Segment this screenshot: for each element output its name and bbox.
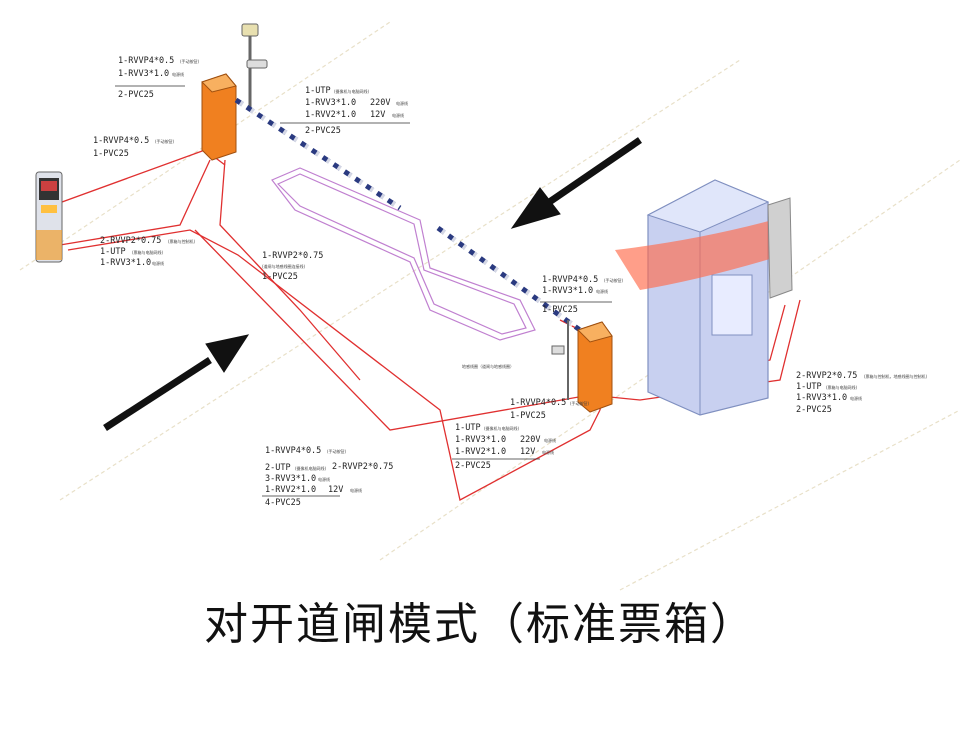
labels-left-low: 2-RVVP2*0.75 (票箱与控制机) 1-UTP (票箱与电脑网线) 1-… [100, 236, 196, 268]
label: 12V [370, 110, 385, 120]
label: 2-UTP [265, 463, 291, 473]
camera-pole [241, 23, 268, 108]
label: 1-PVC25 [542, 305, 578, 315]
label-note: 电源线 [544, 437, 556, 443]
label: 1-UTP [305, 86, 331, 96]
label-note: (摄像机与电脑网线) [334, 88, 370, 94]
label: 2-RVVP2*0.75 [332, 462, 393, 472]
label: 12V [520, 447, 535, 457]
ticket-box-left [35, 171, 63, 263]
label: 1-RVVP4*0.5 [93, 136, 149, 146]
label-note: 电源线 [850, 395, 862, 401]
label-note: 电源线 [318, 476, 330, 482]
label-note: (摄像机电脑网线) [295, 465, 327, 471]
label-note: (票箱与电脑网线) [826, 384, 858, 390]
labels-left-mid: 1-RVVP4*0.5 (手动按钮) 1-PVC25 [93, 136, 175, 159]
label: 1-RVV3*1.0 [796, 393, 847, 403]
labels-bottom: 1-RVVP4*0.5 (手动按钮) 2-UTP (摄像机电脑网线) 2-RVV… [262, 446, 393, 508]
label: 1-RVV3*1.0 [100, 258, 151, 268]
label: 1-RVVP4*0.5 [118, 56, 174, 66]
label: 1-RVV2*1.0 [265, 485, 316, 495]
direction-arrows [103, 137, 642, 431]
road-guide-lines [19, 21, 960, 591]
toll-booth [615, 179, 793, 416]
label-note: (手动按钮) [570, 400, 590, 406]
label: 1-RVVP2*0.75 [262, 251, 323, 261]
labels-gate-low: 1-RVVP4*0.5 (手动按钮) 1-PVC25 1-UTP (摄像机与电脑… [452, 398, 590, 471]
label-note: (票箱与电脑网线) [132, 249, 164, 255]
label: 4-PVC25 [265, 498, 301, 508]
label: 1-PVC25 [510, 411, 546, 421]
diagram-caption: 对开道闸模式（标准票箱） [204, 599, 756, 650]
label-note: (票箱与控制机，地感线圈与控制机) [864, 373, 928, 379]
label: 1-UTP [796, 382, 822, 392]
label: 220V [370, 98, 390, 108]
labels-center: 1-RVVP2*0.75 (道闸与地感线圈连接线) 1-PVC25 [262, 251, 323, 282]
label: 2-PVC25 [796, 405, 832, 415]
labels-top-center: 1-UTP (摄像机与电脑网线) 1-RVV3*1.0 220V 电源线 1-R… [280, 86, 410, 136]
label: 1-UTP [100, 247, 126, 257]
label-note: (摄像机与电脑网线) [484, 425, 520, 431]
label-note: 电源线 [392, 112, 404, 118]
label: 2-RVVP2*0.75 [796, 371, 857, 381]
label: 2-PVC25 [455, 461, 491, 471]
label: 12V [328, 485, 343, 495]
label: 1-RVV3*1.0 [542, 286, 593, 296]
label-note: 电源线 [396, 100, 408, 106]
barrier-gate-top [201, 73, 402, 211]
ground-loop [271, 167, 536, 341]
label-note: 电源线 [596, 288, 608, 294]
label-note: 电源线 [172, 71, 184, 77]
label-note: (票箱与控制机) [168, 238, 196, 244]
label: 3-RVV3*1.0 [265, 474, 316, 484]
label: 2-PVC25 [305, 126, 341, 136]
loop-note: 地感线圈（道闸与地感线圈） [462, 363, 514, 369]
label: 1-RVVP4*0.5 [542, 275, 598, 285]
label: 1-RVV3*1.0 [455, 435, 506, 445]
label: 1-RVV3*1.0 [305, 98, 356, 108]
label: 1-PVC25 [93, 149, 129, 159]
label: 1-RVV3*1.0 [118, 69, 169, 79]
label: 1-RVV2*1.0 [455, 447, 506, 457]
label: 1-RVVP4*0.5 [510, 398, 566, 408]
label-note: 电源线 [152, 260, 164, 266]
labels-top-left: 1-RVVP4*0.5 (手动按钮) 1-RVV3*1.0 电源线 2-PVC2… [115, 56, 200, 100]
label: 1-UTP [455, 423, 481, 433]
label: 2-RVVP2*0.75 [100, 236, 161, 246]
label: 1-RVV2*1.0 [305, 110, 356, 120]
labels-right: 2-RVVP2*0.75 (票箱与控制机，地感线圈与控制机) 1-UTP (票箱… [796, 371, 928, 415]
label-note: 电源线 [542, 449, 554, 455]
label-note: (手动按钮) [155, 138, 175, 144]
label-note: 电源线 [350, 487, 362, 493]
label: 1-PVC25 [262, 272, 298, 282]
label: 220V [520, 435, 540, 445]
barrier-gate-bottom [436, 225, 613, 413]
labels-gate-right: 1-RVVP4*0.5 (手动按钮) 1-RVV3*1.0 电源线 1-PVC2… [540, 275, 624, 315]
label-note: (道闸与地感线圈连接线) [262, 263, 306, 269]
label: 2-PVC25 [118, 90, 154, 100]
label: 1-RVVP4*0.5 [265, 446, 321, 456]
label-note: (手动按钮) [327, 448, 347, 454]
label-note: (手动按钮) [180, 58, 200, 64]
label-note: (手动按钮) [604, 277, 624, 283]
